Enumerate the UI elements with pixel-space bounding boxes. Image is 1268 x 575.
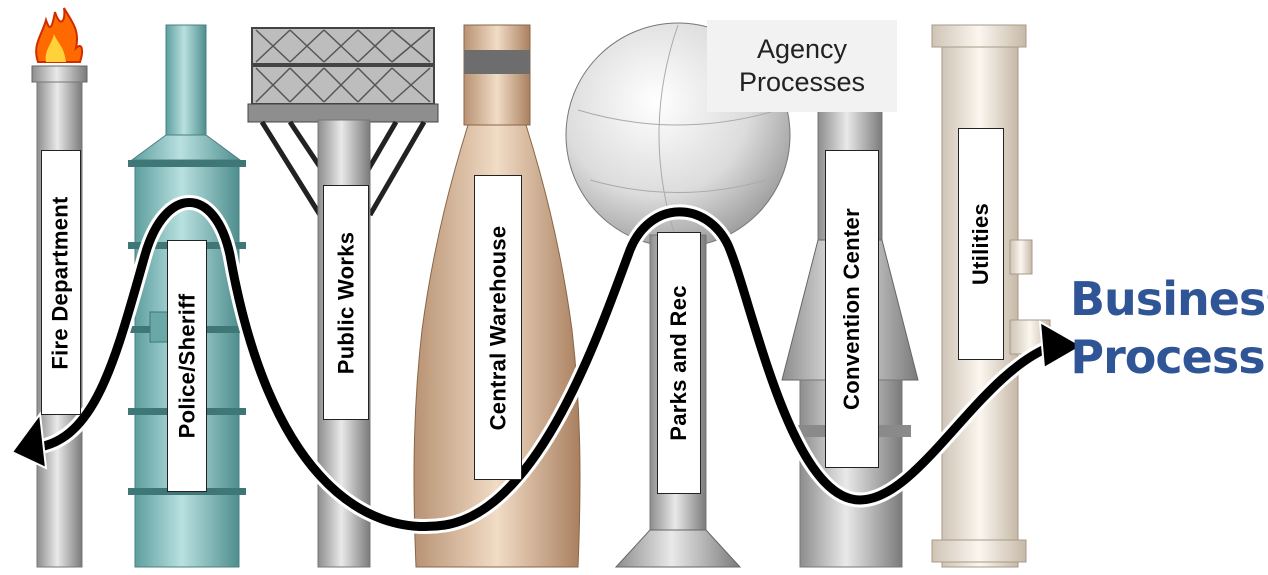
convention-center-text: Convention Center bbox=[839, 208, 865, 410]
business-process-title: Business Process bbox=[1070, 270, 1268, 386]
police-sheriff-text: Police/Sheriff bbox=[174, 293, 200, 439]
business-line-1: Business bbox=[1070, 272, 1268, 326]
label-central-warehouse: Central Warehouse bbox=[474, 175, 522, 480]
label-fire-department: Fire Department bbox=[41, 150, 81, 415]
agency-processes-box: Agency Processes bbox=[707, 20, 897, 112]
agency-line-1: Agency bbox=[756, 34, 848, 64]
label-utilities: Utilities bbox=[958, 128, 1004, 360]
business-process-arrow bbox=[10, 195, 1085, 534]
arrowhead-left-icon bbox=[10, 411, 48, 470]
label-public-works: Public Works bbox=[323, 185, 369, 420]
agency-line-2: Processes bbox=[738, 67, 866, 97]
label-convention-center: Convention Center bbox=[825, 150, 879, 468]
business-line-2: Process bbox=[1070, 330, 1265, 384]
flame-icon bbox=[35, 7, 84, 63]
utilities-text: Utilities bbox=[968, 202, 994, 286]
arrowhead-right-icon bbox=[1038, 320, 1085, 370]
public-works-text: Public Works bbox=[333, 231, 358, 374]
central-warehouse-text: Central Warehouse bbox=[485, 225, 510, 430]
fire-department-text: Fire Department bbox=[48, 195, 73, 370]
parks-and-rec-text: Parks and Rec bbox=[666, 285, 692, 441]
label-police-sheriff: Police/Sheriff bbox=[167, 240, 207, 492]
label-parks-and-rec: Parks and Rec bbox=[657, 232, 701, 494]
